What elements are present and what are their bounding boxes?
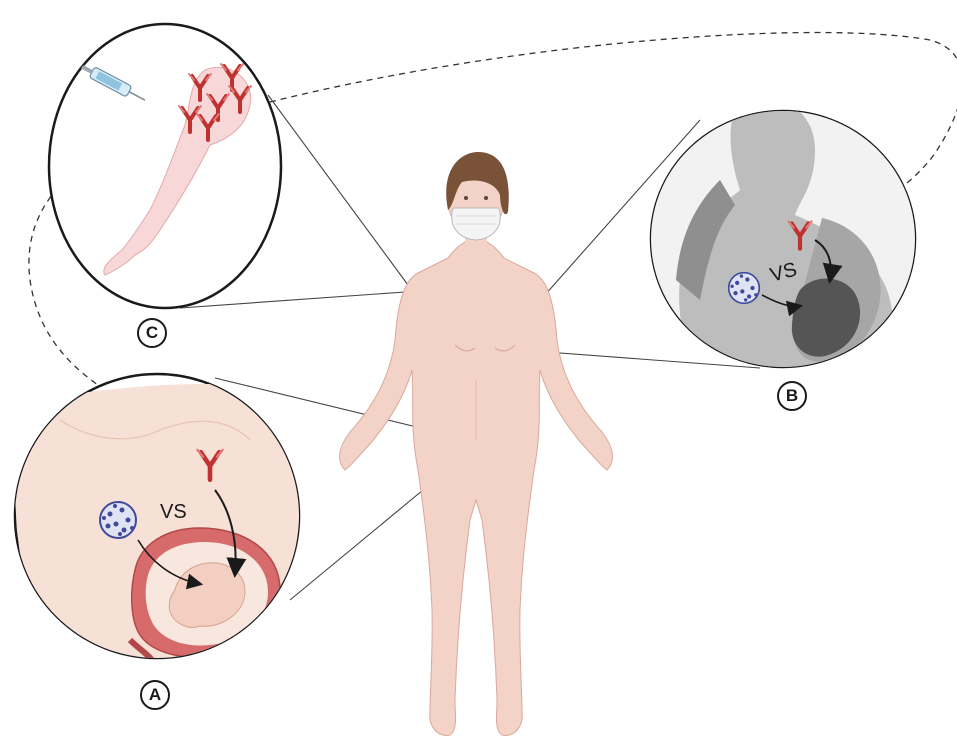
vs-text-a: VS: [160, 501, 187, 523]
circle-a-pregnancy: VS: [15, 374, 300, 670]
label-c: C: [137, 318, 167, 348]
circle-b-breastfeeding: VS: [640, 97, 930, 380]
virus-icon: [729, 273, 760, 304]
circle-c-vaccination: [49, 24, 281, 308]
label-a: A: [140, 680, 170, 710]
label-b: B: [777, 381, 807, 411]
female-figure: [340, 152, 613, 735]
virus-icon: [100, 502, 136, 538]
